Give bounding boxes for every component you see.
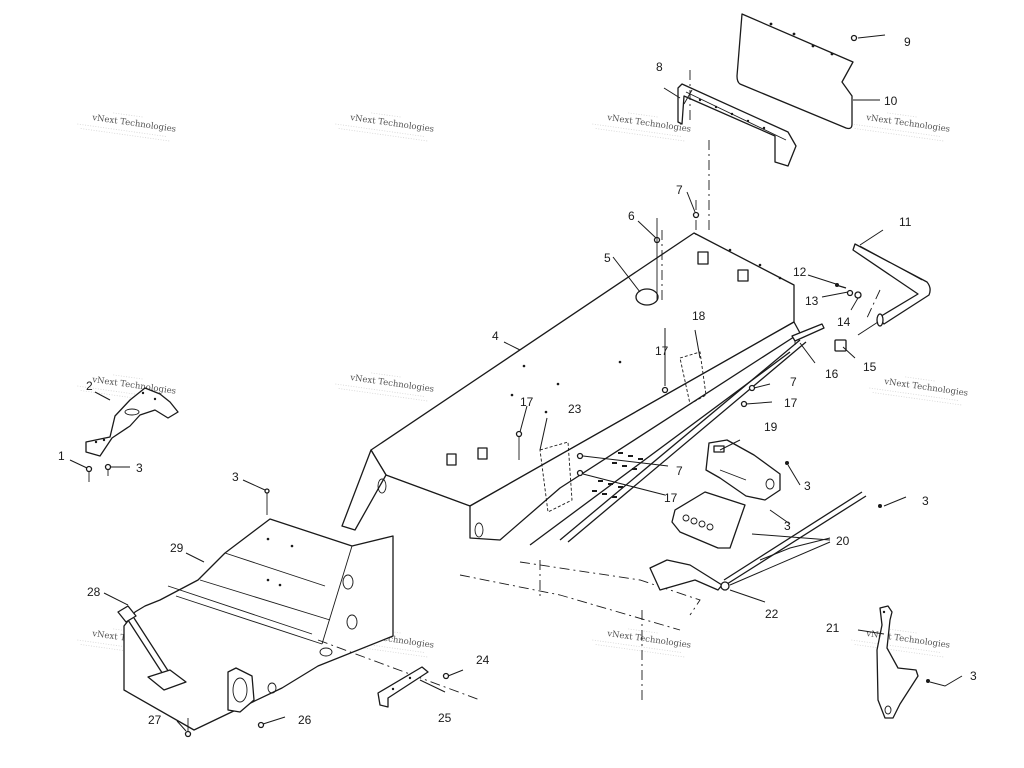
watermark-text: vNext Technologies — [349, 113, 435, 135]
callout-18: 18 — [692, 309, 706, 323]
part-8-bracket — [677, 70, 797, 230]
watermark-text: vNext Technologies — [865, 113, 951, 135]
callout-1: 1 — [58, 449, 65, 463]
callout-9: 9 — [904, 35, 911, 49]
callout-3: 3 — [970, 669, 977, 683]
callout-17: 17 — [664, 491, 678, 505]
callout-11: 11 — [899, 215, 912, 229]
part-20-plate — [671, 491, 867, 585]
watermark-text: vNext Technologies — [349, 373, 435, 395]
callout-17: 17 — [520, 395, 534, 409]
callout-6: 6 — [628, 209, 635, 223]
fasteners — [85, 34, 930, 738]
part-11-bumper — [852, 243, 931, 327]
watermark: vNext Technologies — [335, 112, 435, 142]
callout-5: 5 — [604, 251, 611, 265]
callout-21: 21 — [826, 621, 840, 635]
callout-14: 14 — [837, 315, 851, 329]
part-19-cover — [705, 439, 781, 501]
callout-3: 3 — [232, 470, 239, 484]
callout-27: 27 — [148, 713, 162, 727]
callout-25: 25 — [438, 711, 452, 725]
callout-17: 17 — [655, 344, 669, 358]
callout-22: 22 — [765, 607, 779, 621]
callout-3: 3 — [804, 479, 811, 493]
callout-3: 3 — [784, 519, 791, 533]
callout-10: 10 — [884, 94, 898, 108]
watermark: vNext Technologies — [851, 112, 951, 142]
leader-lines — [69, 34, 963, 732]
callout-23: 23 — [568, 402, 582, 416]
callout-29: 29 — [170, 541, 184, 555]
callout-24: 24 — [476, 653, 490, 667]
part-25-channel — [377, 666, 429, 708]
part-29-seat-base — [117, 518, 481, 731]
watermark-text: vNext Technologies — [883, 377, 969, 399]
part-4-tunnel — [341, 200, 807, 700]
watermark-text: vNext Technologies — [91, 375, 177, 397]
part-22-bracket — [649, 559, 730, 591]
callout-4: 4 — [492, 329, 499, 343]
callout-17: 17 — [784, 396, 798, 410]
callout-28: 28 — [87, 585, 101, 599]
watermark: vNext Technologies — [335, 372, 435, 402]
part-21-bracket — [876, 605, 919, 719]
callout-13: 13 — [805, 294, 819, 308]
watermark-text: vNext Technologies — [91, 113, 177, 135]
callout-19: 19 — [764, 420, 778, 434]
callouts: 1 2 3 3 3 3 3 3 4 5 6 7 7 7 8 9 10 11 12… — [58, 35, 977, 727]
callout-15: 15 — [863, 360, 877, 374]
callout-3: 3 — [922, 494, 929, 508]
watermark-text: vNext Technologies — [606, 629, 692, 651]
watermark: vNext Technologies — [77, 112, 177, 142]
watermark: vNext Technologies — [592, 112, 692, 142]
part-2-bracket — [85, 387, 179, 457]
callout-7: 7 — [676, 464, 683, 478]
watermark: vNext Technologies — [869, 376, 969, 406]
callout-26: 26 — [298, 713, 312, 727]
callout-3: 3 — [136, 461, 143, 475]
callout-20: 20 — [836, 534, 850, 548]
callout-2: 2 — [86, 379, 93, 393]
callout-12: 12 — [793, 265, 807, 279]
part-10-panel — [736, 13, 854, 130]
small-hardware — [791, 283, 862, 352]
callout-7: 7 — [676, 183, 683, 197]
callout-7: 7 — [790, 375, 797, 389]
callout-16: 16 — [825, 367, 839, 381]
callout-8: 8 — [656, 60, 663, 74]
watermark: vNext Technologies — [851, 628, 951, 658]
